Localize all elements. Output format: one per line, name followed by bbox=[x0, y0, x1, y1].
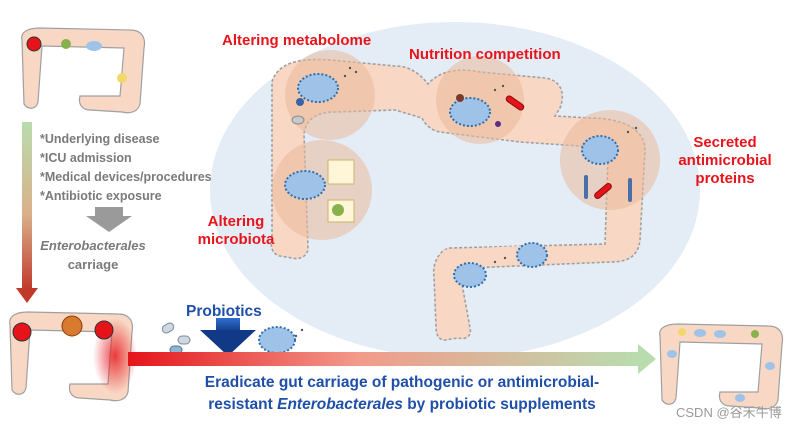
caption-italic: Enterobacterales bbox=[277, 396, 403, 413]
healthy-gut-green bbox=[751, 330, 759, 338]
colonized-pathogen-1 bbox=[12, 322, 32, 342]
healthy-gut-yellow bbox=[678, 328, 686, 336]
bottom-arrow-shaft bbox=[128, 352, 638, 366]
secreted-wall bbox=[584, 175, 588, 199]
altering-line-1: Altering bbox=[207, 213, 265, 230]
gray-arrow-head bbox=[86, 216, 132, 232]
small-gut-top-pathogen bbox=[26, 36, 42, 52]
colonized-pathogen-3 bbox=[94, 320, 114, 340]
caption-line-1: Eradicate gut carriage of pathogenic or … bbox=[204, 374, 600, 391]
secreted-line-2: antimicrobial bbox=[678, 152, 772, 169]
carriage-label: Enterobacterales carriage bbox=[38, 236, 148, 274]
healthy-gut bbox=[659, 323, 784, 410]
label-altering-metabolome: Altering metabolome bbox=[222, 32, 372, 49]
carriage-line-2: carriage bbox=[67, 257, 119, 272]
probiotics-label: Probiotics bbox=[186, 303, 262, 320]
label-nutrition-competition: Nutrition competition bbox=[409, 46, 561, 63]
caption-suffix: by probiotic supplements bbox=[402, 396, 596, 413]
altering-line-2: microbiota bbox=[197, 231, 275, 248]
metabolite-dots bbox=[294, 66, 638, 338]
small-gut-top bbox=[21, 27, 146, 114]
caption-line-2: resistant Enterobacterales by probiotic … bbox=[172, 394, 632, 416]
secreted-line-3: proteins bbox=[695, 170, 755, 187]
microbiota-tile-1 bbox=[327, 159, 355, 185]
probiotic-pills bbox=[161, 322, 191, 355]
healthy-gut-bacteria bbox=[667, 329, 775, 402]
gray-arrow-shaft bbox=[95, 207, 123, 217]
label-secreted-proteins: Secreted antimicrobial proteins bbox=[675, 134, 775, 188]
metabolite-brown bbox=[456, 94, 464, 102]
probiotics-arrow-head bbox=[200, 330, 256, 356]
label-altering-microbiota: Altering microbiota bbox=[191, 213, 281, 249]
metabolite-purple bbox=[495, 121, 501, 127]
metabolite-blue bbox=[296, 98, 304, 106]
risk-factors-list: *Underlying disease *ICU admission *Medi… bbox=[40, 130, 212, 206]
risk-factor-item: *ICU admission bbox=[40, 151, 132, 165]
secreted-line-1: Secreted bbox=[693, 134, 757, 151]
red-pathogens bbox=[505, 95, 612, 199]
probiotics-arrow-shaft bbox=[216, 318, 240, 332]
small-gut-top-yellow bbox=[117, 73, 127, 83]
large-gut-tail bbox=[440, 246, 529, 266]
left-arrow-head bbox=[16, 288, 38, 303]
risk-factor-item: *Antibiotic exposure bbox=[40, 189, 162, 203]
secreted-wall-2 bbox=[628, 178, 632, 202]
watermark: CSDN @谷禾牛博 bbox=[676, 405, 782, 420]
bacteria-group bbox=[258, 73, 619, 354]
left-arrow-shaft bbox=[22, 122, 32, 290]
microbiota-green bbox=[332, 204, 344, 216]
colonized-pathogen-2 bbox=[61, 315, 83, 337]
bottom-caption: Eradicate gut carriage of pathogenic or … bbox=[172, 372, 632, 416]
carriage-line-1: Enterobacterales bbox=[40, 238, 146, 253]
small-gut-top-blue bbox=[86, 41, 102, 51]
metabolite-gray bbox=[291, 115, 305, 125]
bottom-arrow-head bbox=[638, 344, 656, 374]
risk-factor-item: *Medical devices/procedures bbox=[40, 170, 212, 184]
caption-prefix: resistant bbox=[208, 396, 278, 413]
small-gut-top-green bbox=[61, 39, 71, 49]
risk-factor-item: *Underlying disease bbox=[40, 132, 160, 146]
